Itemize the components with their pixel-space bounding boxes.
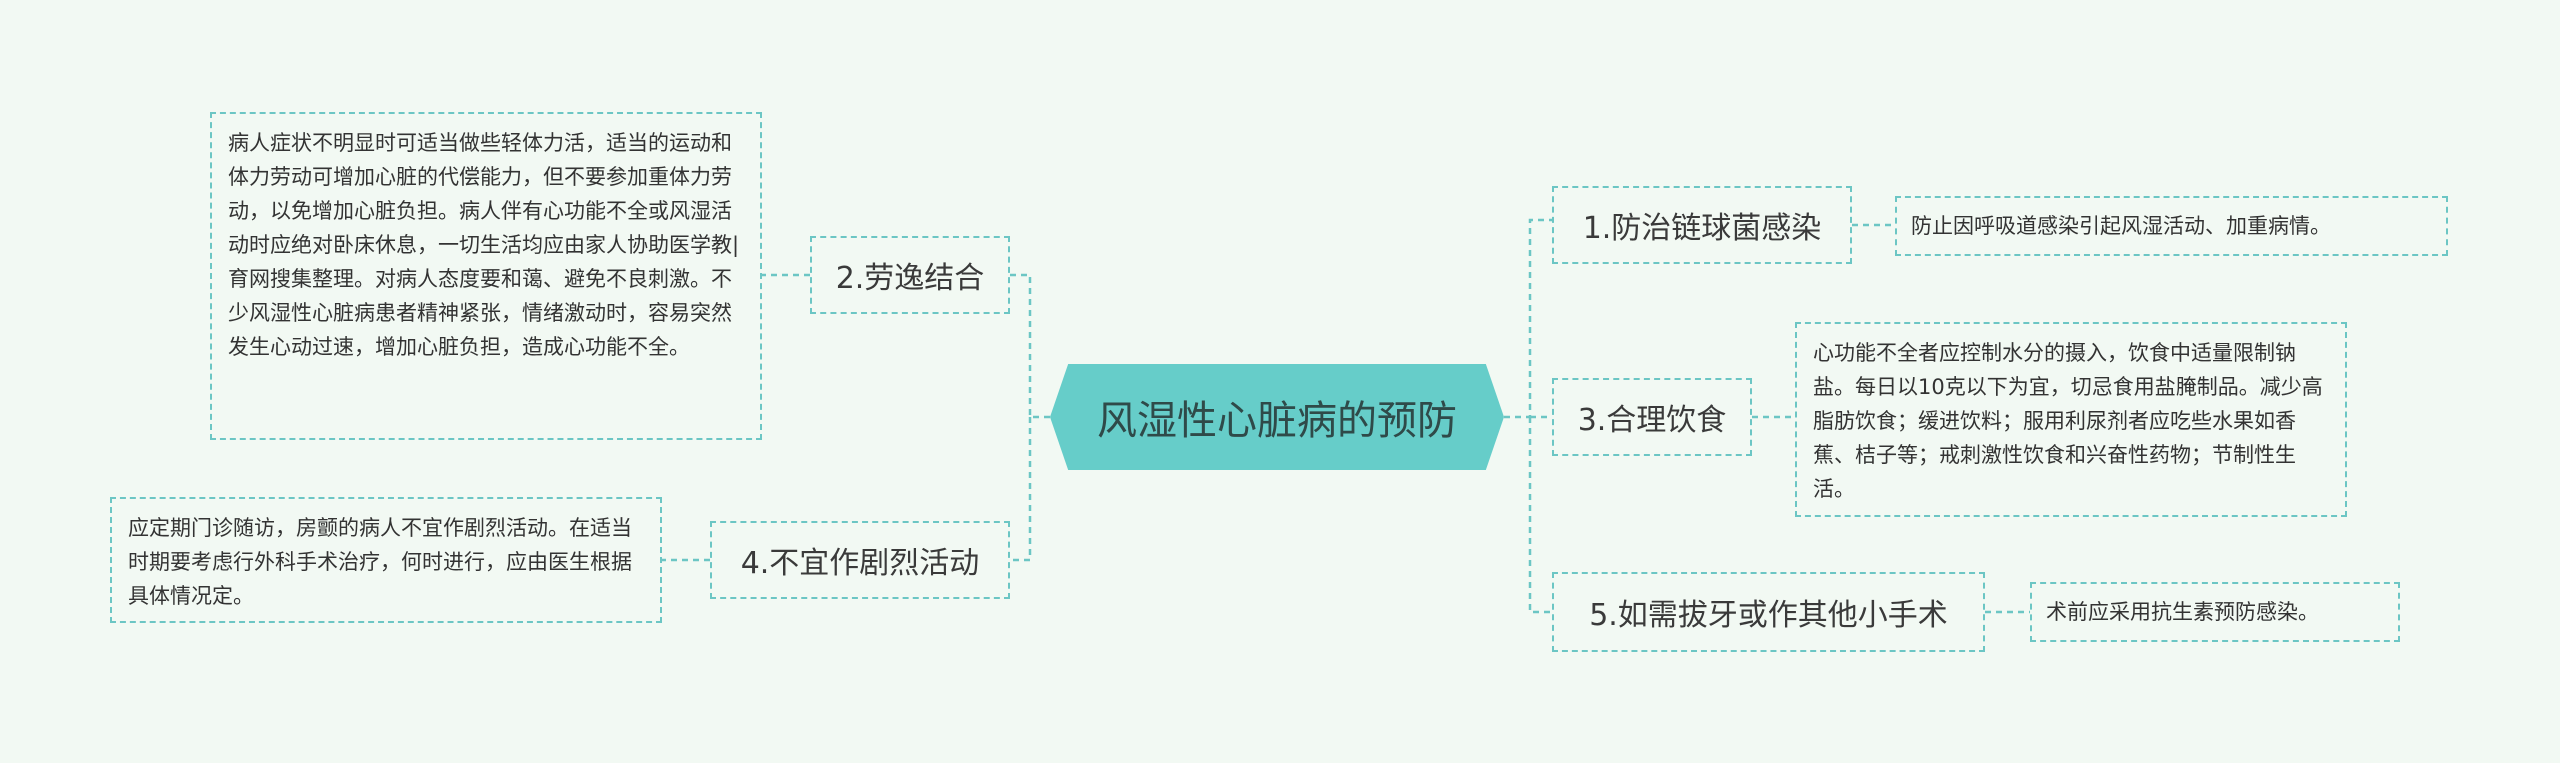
branch-2-topic[interactable]: 2.劳逸结合 — [810, 236, 1010, 314]
branch-1-label: 1.防治链球菌感染 — [1582, 211, 1822, 246]
branch-3-detail-text: 心功能不全者应控制水分的摄入，饮食中适量限制钠盐。每日以10克以下为宜，切忌食用… — [1813, 341, 2323, 501]
branch-4-detail-text: 应定期门诊随访，房颤的病人不宜作剧烈活动。在适当时期要考虑行外科手术治疗，何时进… — [128, 516, 632, 608]
branch-4-detail[interactable]: 应定期门诊随访，房颤的病人不宜作剧烈活动。在适当时期要考虑行外科手术治疗，何时进… — [110, 497, 662, 623]
root-title: 风湿性心脏病的预防 — [1097, 398, 1457, 444]
branch-4-label: 4.不宜作剧烈活动 — [740, 546, 980, 581]
branch-5-topic[interactable]: 5.如需拔牙或作其他小手术 — [1552, 572, 1985, 652]
branch-4-topic[interactable]: 4.不宜作剧烈活动 — [710, 521, 1010, 599]
root-topic[interactable]: 风湿性心脏病的预防 — [1050, 364, 1504, 470]
branch-5-detail[interactable]: 术前应采用抗生素预防感染。 — [2030, 582, 2400, 642]
branch-5-detail-text: 术前应采用抗生素预防感染。 — [2046, 600, 2319, 624]
branch-3-detail[interactable]: 心功能不全者应控制水分的摄入，饮食中适量限制钠盐。每日以10克以下为宜，切忌食用… — [1795, 322, 2347, 517]
branch-2-label: 2.劳逸结合 — [835, 261, 985, 296]
branch-2-detail-text: 病人症状不明显时可适当做些轻体力活，适当的运动和体力劳动可增加心脏的代偿能力，但… — [228, 131, 740, 359]
branch-2-detail[interactable]: 病人症状不明显时可适当做些轻体力活，适当的运动和体力劳动可增加心脏的代偿能力，但… — [210, 112, 762, 440]
branch-1-topic[interactable]: 1.防治链球菌感染 — [1552, 186, 1852, 264]
branch-3-label: 3.合理饮食 — [1577, 403, 1727, 438]
branch-3-topic[interactable]: 3.合理饮食 — [1552, 378, 1752, 456]
branch-1-detail[interactable]: 防止因呼吸道感染引起风湿活动、加重病情。 — [1895, 196, 2448, 256]
branch-1-detail-text: 防止因呼吸道感染引起风湿活动、加重病情。 — [1911, 214, 2331, 238]
branch-5-label: 5.如需拔牙或作其他小手术 — [1589, 598, 1948, 633]
